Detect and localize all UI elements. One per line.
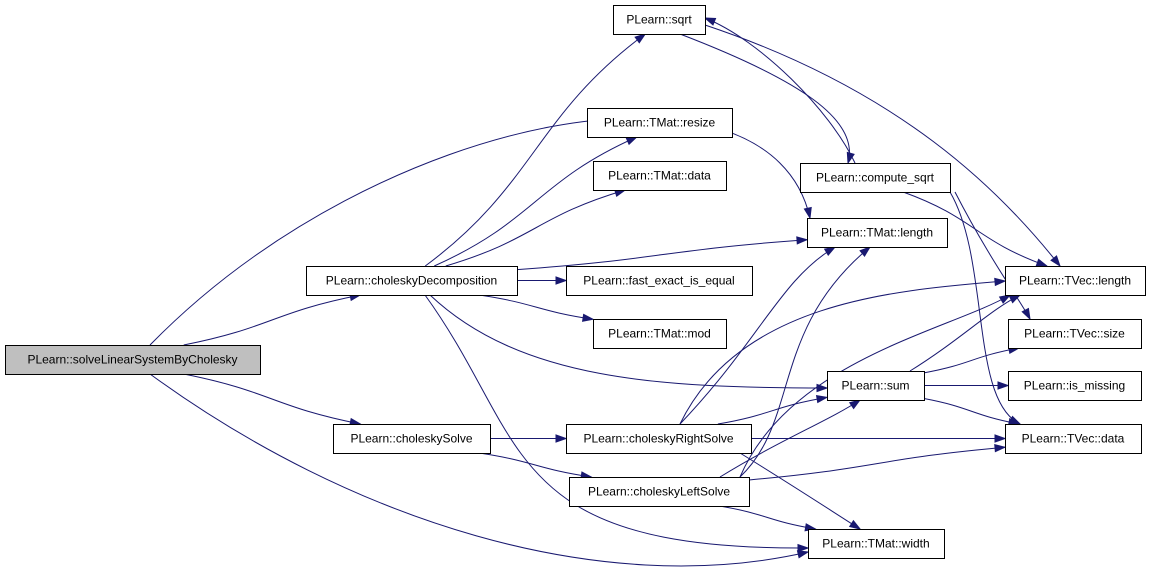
node-tvecsize[interactable]: PLearn::TVec::size	[1008, 319, 1142, 349]
edge-rightsolve-to-tveclength	[679, 277, 1007, 425]
node-box	[569, 477, 750, 507]
node-box	[1008, 319, 1142, 349]
edge-chol-to-fastequal	[517, 276, 568, 285]
node-tmatlength[interactable]: PLearn::TMat::length	[807, 218, 948, 248]
node-box	[1008, 371, 1142, 401]
edge-rightsolve-to-sum	[717, 394, 829, 425]
node-box	[1005, 266, 1146, 296]
node-label: PLearn::TMat::width	[822, 537, 929, 551]
edge-chol-to-tmatlength	[516, 236, 809, 271]
node-box	[306, 266, 518, 296]
node-label: PLearn::choleskySolve	[350, 432, 472, 446]
edge-cholsolve-to-leftsolve	[479, 452, 593, 480]
node-box	[807, 218, 948, 248]
edge-sqrt-to-tveclength	[704, 24, 1061, 268]
node-label: PLearn::sqrt	[626, 13, 692, 27]
node-tveclength[interactable]: PLearn::TVec::length	[1005, 266, 1146, 296]
node-resize[interactable]: PLearn::TMat::resize	[587, 108, 733, 138]
edge-leftsolve-to-tvecdata	[748, 443, 1007, 481]
node-label: PLearn::TVec::data	[1022, 432, 1125, 446]
edge-solve-to-tmatwidth	[149, 373, 810, 567]
node-mod[interactable]: PLearn::TMat::mod	[593, 319, 727, 349]
edge-sum-to-tvecdata	[923, 398, 1021, 427]
node-solve[interactable]: PLearn::solveLinearSystemByCholesky	[5, 345, 261, 375]
edge-leftsolve-to-sum	[719, 399, 862, 478]
node-sum[interactable]: PLearn::sum	[827, 371, 925, 401]
edge-sum-to-tveclength	[909, 294, 1022, 372]
node-computesqrt[interactable]: PLearn::compute_sqrt	[800, 163, 951, 193]
edge-cholsolve-to-rightsolve	[489, 434, 568, 443]
node-chol[interactable]: PLearn::choleskyDecomposition	[306, 266, 518, 296]
node-label: PLearn::choleskyRightSolve	[583, 432, 733, 446]
node-label: PLearn::TMat::resize	[604, 116, 716, 130]
node-tmatdata[interactable]: PLearn::TMat::data	[593, 161, 727, 191]
node-cholsolve[interactable]: PLearn::choleskySolve	[333, 424, 491, 454]
node-box	[333, 424, 491, 454]
edge-solve-to-tmatlength	[149, 117, 812, 346]
edge-chol-to-mod	[479, 294, 595, 322]
node-label: PLearn::TMat::data	[608, 169, 711, 183]
edges-layer	[149, 17, 1061, 567]
node-leftsolve[interactable]: PLearn::choleskyLeftSolve	[569, 477, 750, 507]
node-ismissing[interactable]: PLearn::is_missing	[1008, 371, 1142, 401]
node-label: PLearn::choleskyDecomposition	[326, 274, 497, 288]
edge-solve-to-chol	[183, 292, 362, 346]
edge-rightsolve-to-tmatlength	[679, 246, 837, 425]
edge-sum-to-tvecsize	[923, 345, 1021, 374]
node-box	[613, 5, 706, 35]
node-box	[808, 529, 945, 559]
node-fastequal[interactable]: PLearn::fast_exact_is_equal	[566, 266, 753, 296]
edge-sum-to-ismissing	[923, 381, 1010, 390]
edge-leftsolve-to-tveclength	[739, 294, 1012, 478]
node-label: PLearn::compute_sqrt	[816, 171, 935, 185]
node-label: PLearn::fast_exact_is_equal	[583, 274, 734, 288]
node-label: PLearn::choleskyLeftSolve	[588, 485, 730, 499]
node-sqrt[interactable]: PLearn::sqrt	[613, 5, 706, 35]
node-label: PLearn::TMat::length	[821, 226, 933, 240]
edge-computesqrt-to-tvecsize	[954, 191, 1031, 321]
edge-chol-to-sum	[429, 294, 829, 393]
node-label: PLearn::TVec::size	[1024, 327, 1125, 341]
edge-leftsolve-to-tmatlength	[739, 246, 872, 478]
node-box	[5, 345, 261, 375]
node-box	[800, 163, 951, 193]
node-box	[1005, 424, 1142, 454]
node-label: PLearn::TVec::length	[1019, 274, 1131, 288]
node-label: PLearn::solveLinearSystemByCholesky	[27, 353, 237, 367]
edge-rightsolve-to-tmatwidth	[739, 452, 862, 530]
node-label: PLearn::sum	[841, 379, 909, 393]
edge-computesqrt-to-sqrt	[703, 17, 856, 164]
node-box	[566, 424, 752, 454]
node-box	[593, 319, 727, 349]
node-tmatwidth[interactable]: PLearn::TMat::width	[808, 529, 945, 559]
edge-sqrt-to-computesqrt	[679, 33, 855, 165]
edge-solve-to-cholsolve	[183, 373, 362, 427]
node-box	[587, 108, 733, 138]
node-box	[566, 266, 753, 296]
edge-chol-to-sqrt	[424, 33, 647, 267]
edge-leftsolve-to-tmatwidth	[719, 505, 817, 532]
edge-chol-to-resize	[434, 136, 639, 267]
edge-rightsolve-to-tvecdata	[750, 434, 1007, 443]
edge-chol-to-tmatwidth	[424, 294, 810, 553]
node-rightsolve[interactable]: PLearn::choleskyRightSolve	[566, 424, 752, 454]
node-box	[827, 371, 925, 401]
node-tvecdata[interactable]: PLearn::TVec::data	[1005, 424, 1142, 454]
nodes-layer: PLearn::solveLinearSystemByCholeskyPLear…	[5, 5, 1146, 559]
node-label: PLearn::is_missing	[1024, 379, 1125, 393]
node-box	[593, 161, 727, 191]
node-label: PLearn::TMat::mod	[608, 327, 711, 341]
